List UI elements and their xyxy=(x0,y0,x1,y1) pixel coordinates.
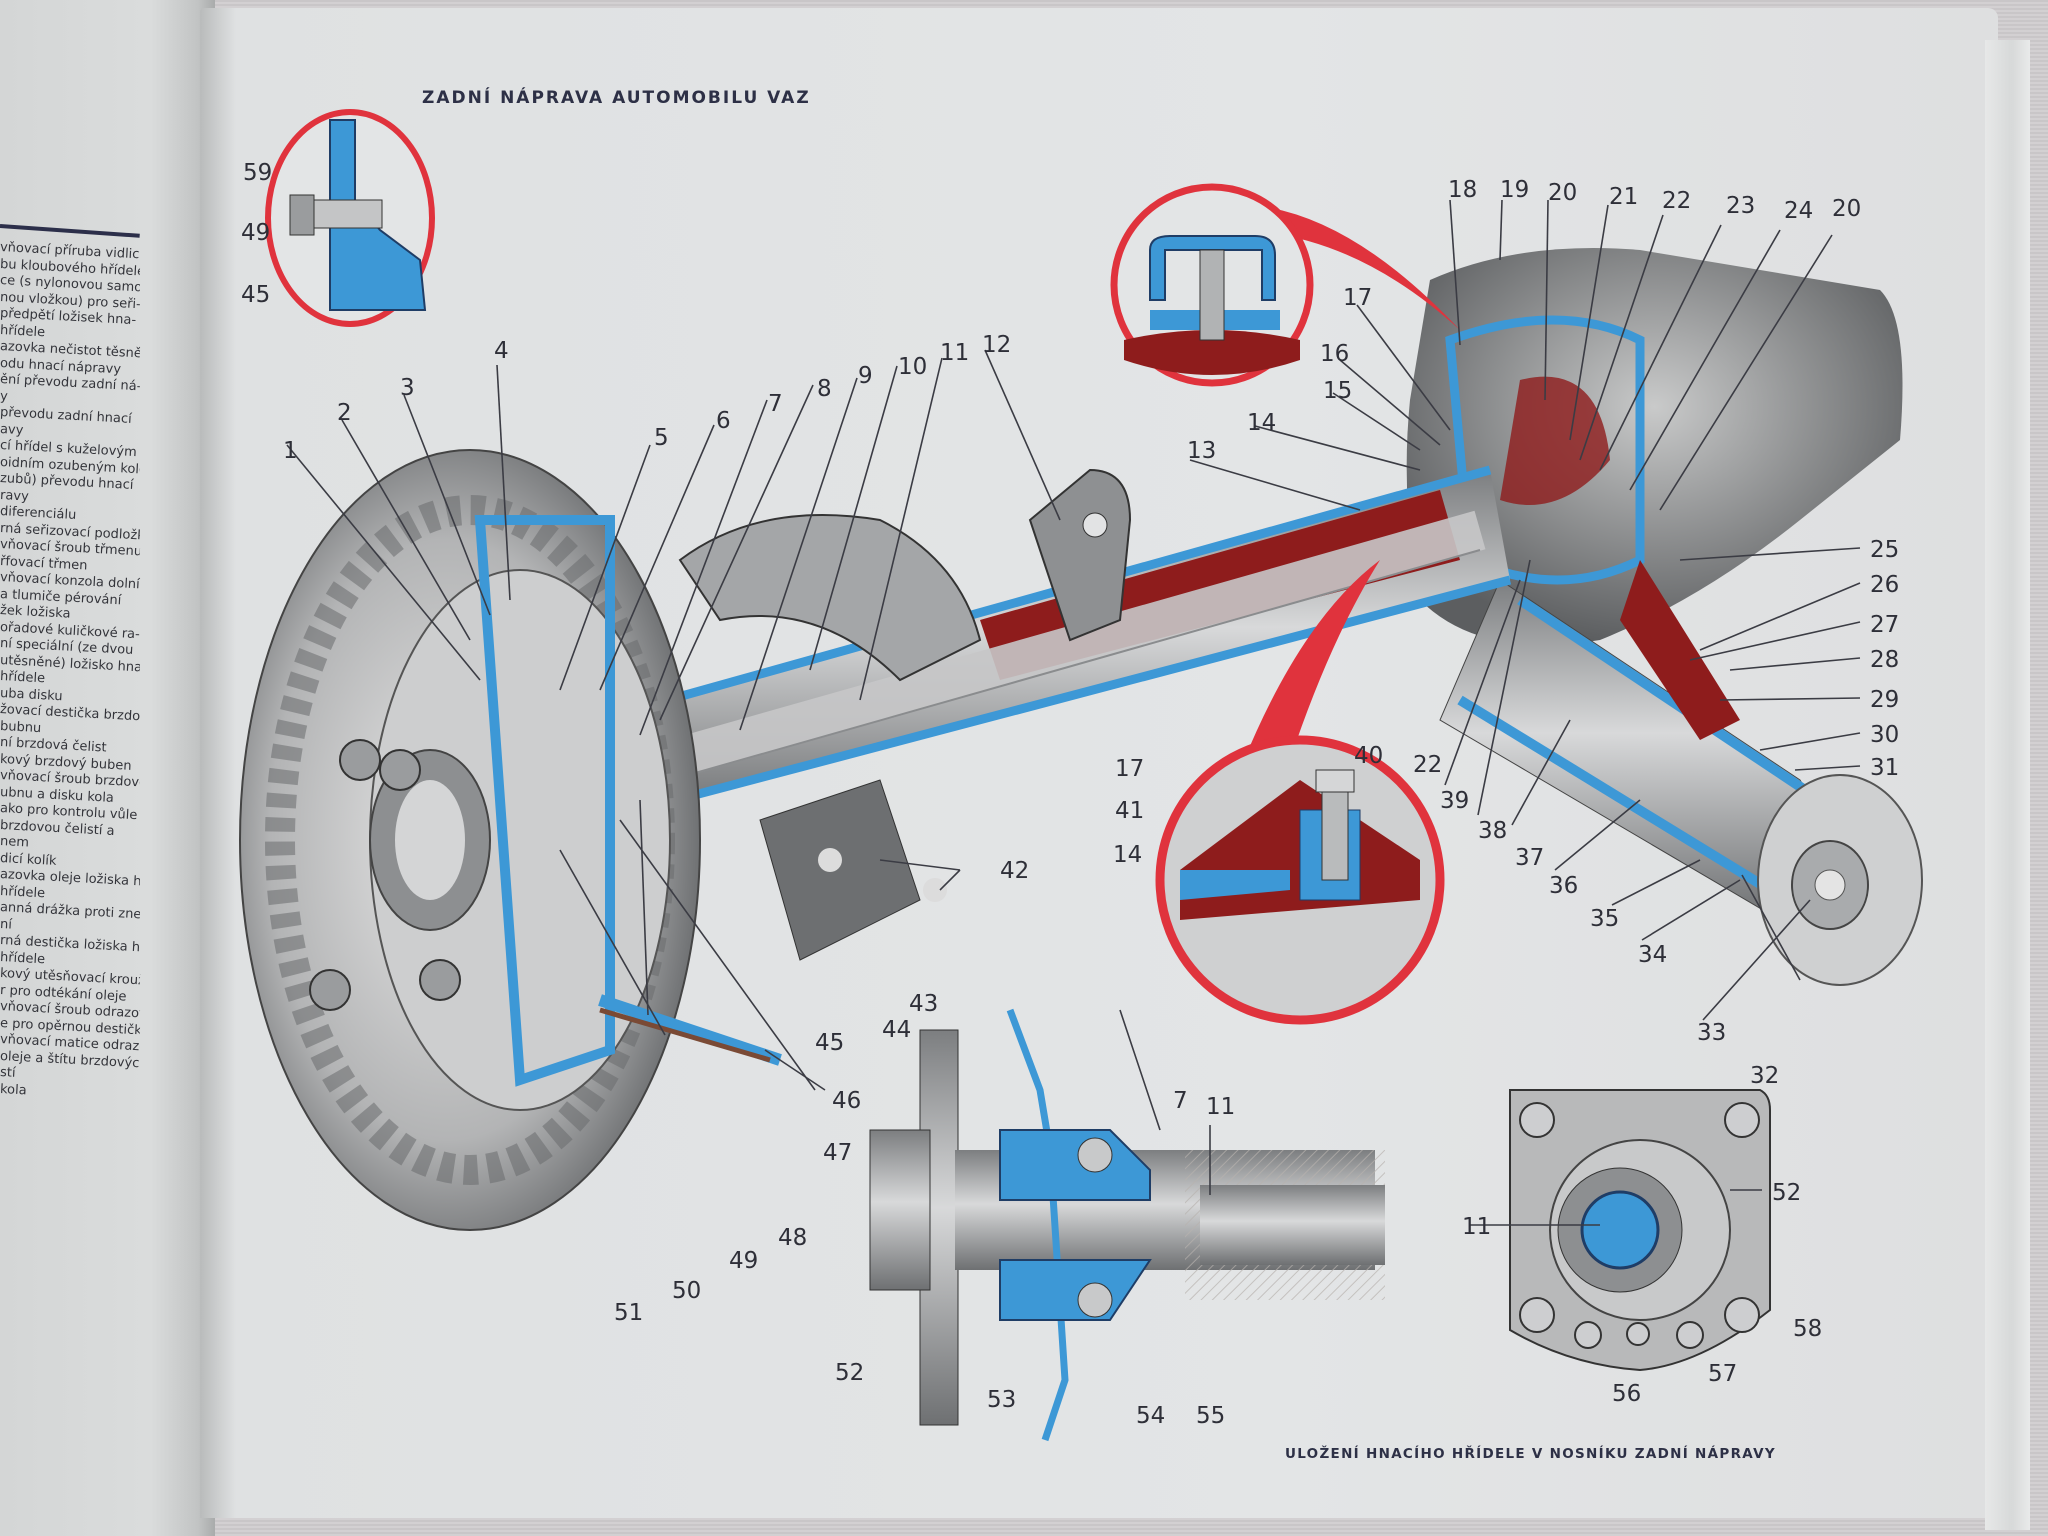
callout-label-7: 7 xyxy=(768,391,783,417)
callout-label-21: 21 xyxy=(1609,184,1638,210)
callout-label-57: 57 xyxy=(1708,1361,1737,1387)
callout-label-20: 20 xyxy=(1548,180,1577,206)
callout-label-19: 19 xyxy=(1500,177,1529,203)
callout-label-49: 49 xyxy=(241,220,270,246)
callout-label-48: 48 xyxy=(778,1225,807,1251)
callout-label-6: 6 xyxy=(716,408,731,434)
callout-label-27: 27 xyxy=(1870,612,1899,638)
page-stack-edge xyxy=(1985,40,2030,1530)
callout-label-25: 25 xyxy=(1870,537,1899,563)
callout-label-15: 15 xyxy=(1323,378,1352,404)
callout-label-2: 2 xyxy=(337,400,352,426)
callout-label-1: 1 xyxy=(283,438,298,464)
pinion-housing xyxy=(1439,560,1923,986)
callout-label-34: 34 xyxy=(1638,942,1667,968)
callout-label-4: 4 xyxy=(494,338,509,364)
leader-lines xyxy=(286,199,1861,1226)
callout-label-14: 14 xyxy=(1113,842,1142,868)
spring-bracket xyxy=(1028,468,1132,642)
callout-label-10: 10 xyxy=(898,354,927,380)
callout-label-29: 29 xyxy=(1870,687,1899,713)
callout-label-53: 53 xyxy=(987,1387,1016,1413)
callout-label-11: 11 xyxy=(1462,1214,1491,1240)
callout-label-24: 24 xyxy=(1784,198,1813,224)
callout-label-51: 51 xyxy=(614,1300,643,1326)
callout-label-7: 7 xyxy=(1173,1088,1188,1114)
callout-label-54: 54 xyxy=(1136,1403,1165,1429)
callout-label-45: 45 xyxy=(815,1030,844,1056)
callout-label-45: 45 xyxy=(241,282,270,308)
callout-label-38: 38 xyxy=(1478,818,1507,844)
callout-label-14: 14 xyxy=(1247,410,1276,436)
brake-drum xyxy=(239,449,782,1231)
figure-subtitle: ULOŽENÍ HNACÍHO HŘÍDELE V NOSNÍKU ZADNÍ … xyxy=(1285,1446,1776,1462)
callout-label-56: 56 xyxy=(1612,1381,1641,1407)
callout-label-30: 30 xyxy=(1870,722,1899,748)
callout-label-12: 12 xyxy=(982,332,1011,358)
callout-label-33: 33 xyxy=(1697,1020,1726,1046)
callout-label-49: 49 xyxy=(729,1248,758,1274)
callout-label-18: 18 xyxy=(1448,177,1477,203)
callout-label-28: 28 xyxy=(1870,647,1899,673)
callout-label-32: 32 xyxy=(1750,1063,1779,1089)
callout-label-16: 16 xyxy=(1320,341,1349,367)
callout-label-37: 37 xyxy=(1515,845,1544,871)
figure-title: ZADNÍ NÁPRAVA AUTOMOBILU VAZ xyxy=(422,88,811,108)
inset-bearing-cap-detail xyxy=(1155,560,1445,1025)
callout-label-13: 13 xyxy=(1187,438,1216,464)
callout-label-41: 41 xyxy=(1115,798,1144,824)
callout-label-52: 52 xyxy=(835,1360,864,1386)
inset-breather-detail xyxy=(1110,183,1460,387)
callout-label-31: 31 xyxy=(1870,755,1899,781)
callout-label-20: 20 xyxy=(1832,196,1861,222)
callout-label-50: 50 xyxy=(672,1278,701,1304)
callout-label-9: 9 xyxy=(858,363,873,389)
axle-tube xyxy=(558,465,1512,825)
callout-label-46: 46 xyxy=(832,1088,861,1114)
callout-label-55: 55 xyxy=(1196,1403,1225,1429)
flange-end-view xyxy=(1509,1089,1771,1372)
callout-label-39: 39 xyxy=(1440,788,1469,814)
callout-label-35: 35 xyxy=(1590,906,1619,932)
callout-label-44: 44 xyxy=(882,1017,911,1043)
callout-label-36: 36 xyxy=(1549,873,1578,899)
callout-label-42: 42 xyxy=(1000,858,1029,884)
callout-label-26: 26 xyxy=(1870,572,1899,598)
callout-label-58: 58 xyxy=(1793,1316,1822,1342)
callout-label-52: 52 xyxy=(1772,1180,1801,1206)
callout-label-43: 43 xyxy=(909,991,938,1017)
callout-label-11: 11 xyxy=(940,340,969,366)
callout-label-11: 11 xyxy=(1206,1094,1235,1120)
callout-label-5: 5 xyxy=(654,425,669,451)
callout-label-17: 17 xyxy=(1115,756,1144,782)
callout-label-23: 23 xyxy=(1726,193,1755,219)
callout-label-47: 47 xyxy=(823,1140,852,1166)
callout-label-40: 40 xyxy=(1354,743,1383,769)
inset-bolt-detail xyxy=(265,109,435,327)
callout-label-22: 22 xyxy=(1413,752,1442,778)
callout-label-3: 3 xyxy=(400,375,415,401)
bearing-cross-section xyxy=(869,1008,1385,1442)
callout-label-8: 8 xyxy=(817,376,832,402)
callout-label-17: 17 xyxy=(1343,285,1372,311)
callout-label-59: 59 xyxy=(243,160,272,186)
callout-label-22: 22 xyxy=(1662,188,1691,214)
